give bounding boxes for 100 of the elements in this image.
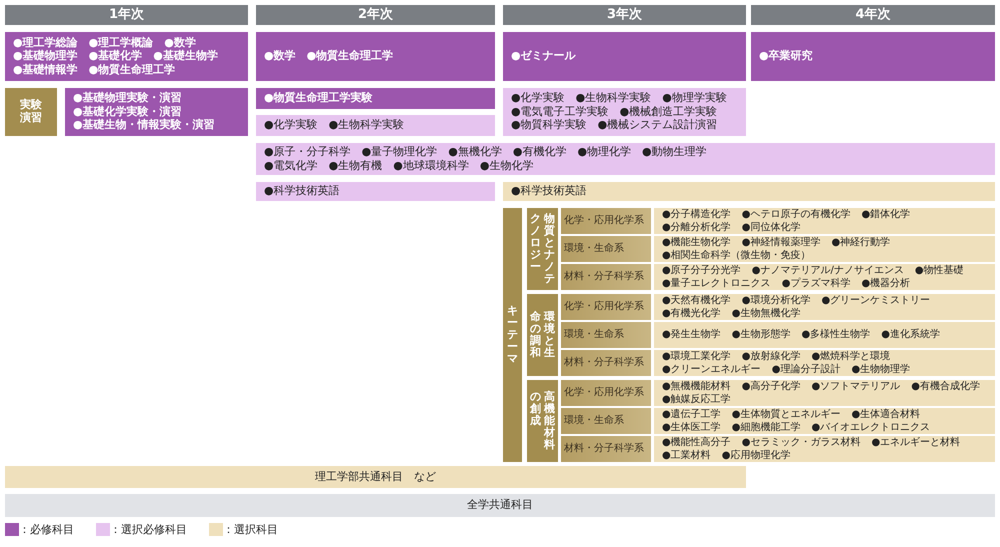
course-item: ●進化系統学 [881,329,940,341]
course-item: ●原子・分子科学 [264,146,351,158]
course-item: ●地球環境科学 [393,160,469,172]
course-item: ●相関生命科学（微生物・免疫） [662,250,811,261]
course-item: ●生物形態学 [732,329,790,341]
course-box [527,294,558,376]
course-item: ●錯体化学 [861,209,910,220]
field-label: 環境・生命系 [564,329,624,341]
course-item: ●基礎物理実験・演習 [73,92,182,105]
course-box [503,88,746,136]
course-item: ●物性基礎 [914,265,964,276]
course-item: ●生体医工学 [662,422,721,433]
course-item: ●クリーンエネルギー [662,364,761,375]
course-item: ●無機化学 [448,146,502,158]
course-box [561,408,651,434]
course-box [527,380,558,462]
course-item: ●プラズマ科学 [782,278,850,289]
vertical-label: キーテーマ [507,304,518,366]
course-item: ●生物物理学 [851,364,910,375]
course-item: ●応用物理化学 [722,450,790,461]
course-item: ●同位体化学 [742,222,800,233]
category-label: 実験演習 [18,99,43,125]
course-box [561,236,651,262]
course-item: ●機能性高分子 [662,437,731,448]
theme-label: 物質とナノテクノロジー [530,212,555,286]
course-box [654,294,995,320]
course-item: ●無機機能材料 [662,381,731,392]
course-box [503,182,995,201]
field-label: 材料・分子科学系 [564,443,644,455]
year-heading: 3年次 [606,8,642,22]
field-label: 環境・生命系 [564,243,624,255]
field-label: 化学・応用化学系 [564,301,644,313]
course-box [561,294,651,320]
field-label: 材料・分子科学系 [564,357,644,369]
year-heading: 2年次 [358,8,394,22]
course-item: ●物理学実験 [662,92,727,105]
course-box [561,380,651,406]
course-box [65,88,248,136]
course-box [256,88,495,109]
field-label: 環境・生命系 [564,415,624,427]
course-box [561,208,651,234]
course-box [561,264,651,290]
course-item: ●理工学概論 [88,36,154,50]
course-item: ●基礎生物・情報実験・演習 [73,119,215,132]
course-item: ●基礎物理学 [13,50,78,63]
course-item: ●数学 [164,36,196,50]
course-box [654,236,995,262]
course-item: ●機能生物化学 [662,237,731,248]
course-item: ●動物生理学 [642,146,707,158]
course-item: ●基礎化学 [88,50,142,63]
course-box [654,208,995,234]
course-item: ●神経情報薬理学 [742,237,820,248]
course-item: ●工業材料 [662,450,711,461]
course-item: ●基礎情報学 [13,64,78,76]
course-box [256,32,495,81]
course-item: ●理工学総論 [13,36,78,50]
course-box [5,466,746,488]
year-heading: 1年次 [108,8,144,22]
course-item: ●神経行動学 [831,237,890,248]
course-label: 理工学部共通科目 など [315,470,436,484]
course-item: ●数学 [264,50,296,63]
course-box [5,88,57,136]
course-box [561,350,651,376]
course-item: ●生物化学 [480,160,534,172]
course-item: ●セラミック・ガラス材料 [742,437,860,448]
course-item: ●基礎化学実験・演習 [73,106,182,118]
course-item: ●機器分析 [861,278,910,289]
course-box [5,32,248,81]
course-box [654,380,995,406]
course-item: ●高分子化学 [742,381,800,392]
course-box [503,208,522,462]
course-item: ●バイオエレクトロニクス [811,422,930,433]
course-item: ●ゼミナール [511,50,576,63]
course-box [654,436,995,462]
course-item: ●卒業研究 [759,50,813,63]
course-box [561,322,651,348]
course-item: ●機械システム設計演習 [598,119,718,132]
course-item: ●エネルギーと材料 [871,437,960,448]
course-item: ●有機合成化学 [911,381,980,392]
course-item: ●化学実験 [264,119,318,132]
course-item: ●機械創造工学実験 [620,106,718,118]
course-box [561,436,651,462]
course-item: ●生物科学実験 [328,119,404,132]
course-item: ●量子物理化学 [362,146,438,158]
course-item: ●基礎生物学 [153,50,218,63]
course-item: ●原子分子分光学 [662,265,741,276]
course-item: ●有機化学 [512,146,566,158]
course-box [527,208,558,290]
course-item: ●生体物質とエネルギー [732,409,840,420]
course-item: ●分離分析化学 [662,222,731,233]
course-item: ●物質生命理工学 [88,64,176,76]
course-box [654,350,995,376]
course-item: ●量子エレクトロニクス [662,278,771,289]
field-label: 化学・応用化学系 [564,215,644,227]
course-box [256,182,495,201]
header-bar [256,5,495,25]
course-item: ●グリーンケミストリー [821,295,930,306]
header-bar [751,5,995,25]
course-item: ●化学実験 [511,92,565,105]
field-label: 化学・応用化学系 [564,387,644,399]
